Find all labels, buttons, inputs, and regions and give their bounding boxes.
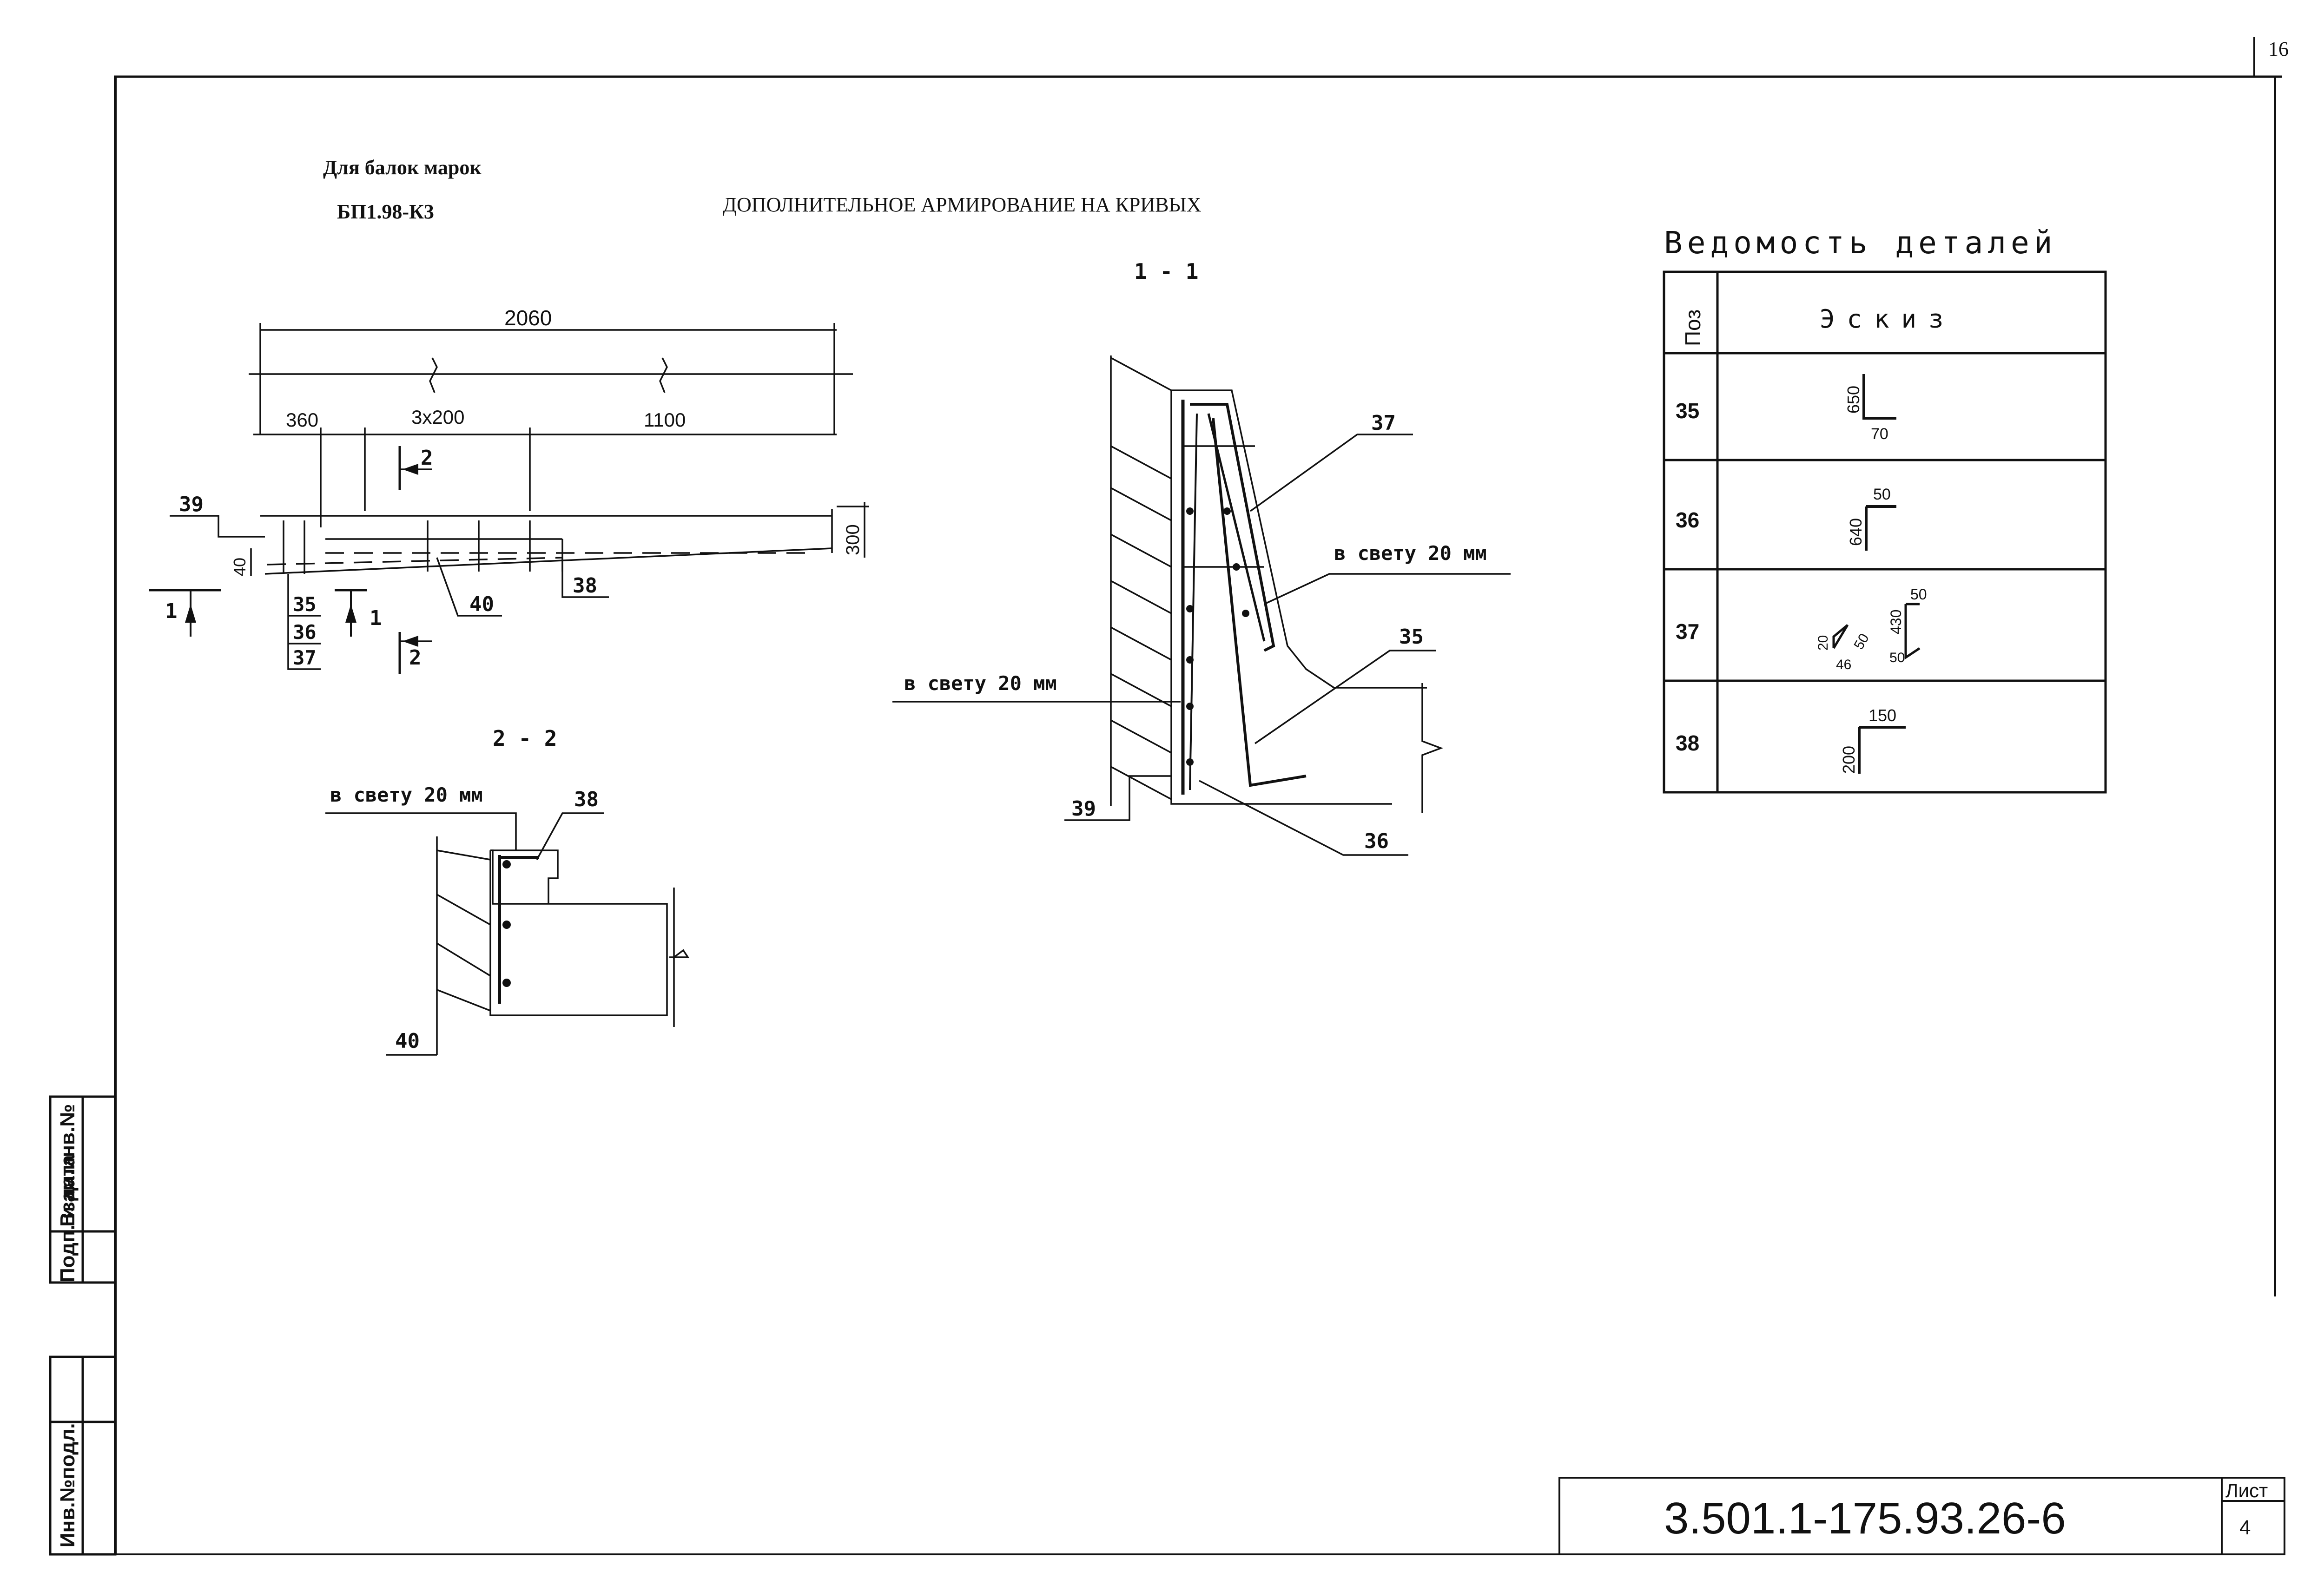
section-1-1: [892, 355, 1511, 856]
sheet-number: 4: [2239, 1516, 2251, 1539]
section-2-2-title: 2 - 2: [493, 726, 557, 751]
details-table-grid: [1663, 270, 2107, 794]
section-2-2-clear: в свету 20 мм: [330, 783, 483, 806]
details-row-37-pos: 37: [1676, 619, 1699, 644]
plan-cut-1-right: 1: [370, 606, 382, 630]
section-1-1-clear-right: в свету 20 мм: [1334, 542, 1487, 565]
section-1-1-leader-35: 35: [1399, 625, 1424, 649]
sheet-corner-number: 16: [2268, 38, 2289, 60]
section-2-2-bars: [502, 860, 511, 987]
plan-leader-40: 40: [469, 592, 494, 616]
stamp-cell-inventory: Инв.№подл.: [56, 1423, 79, 1547]
section-2-2-leader-40: 40: [395, 1029, 420, 1053]
sketch-35: [1862, 374, 1896, 420]
plan-leader-38: 38: [573, 574, 597, 598]
plan-cut-2-bottom: 2: [409, 646, 422, 670]
stamp-cell-sign-date: Подп. и дата: [56, 1155, 79, 1283]
section-1-1-title: 1 - 1: [1134, 259, 1198, 284]
plan-leader-39: 39: [179, 493, 204, 516]
details-row-36-pos: 36: [1676, 508, 1699, 532]
plan-arrowheads: [185, 464, 418, 647]
side-stamp: [49, 1095, 117, 1556]
plan-dim-total: 2060: [504, 306, 552, 330]
section-1-1-clear-left: в свету 20 мм: [904, 672, 1057, 695]
beam-label: Для балок марок: [323, 156, 482, 179]
details-row-35-pos: 35: [1676, 399, 1699, 423]
sketch-38-dim-length: 200: [1839, 746, 1858, 774]
sketch-37-dim-b: 46: [1836, 657, 1851, 672]
section-1-1-leader-36: 36: [1364, 829, 1389, 853]
plan-cut-2-top: 2: [421, 446, 433, 470]
sheet-frame: [114, 37, 2282, 1555]
stamp-cell-replace: Взам.инв.№: [56, 1104, 79, 1227]
sketch-37: [1832, 603, 1921, 660]
sketch-38-dim-top: 150: [1868, 706, 1896, 725]
sketch-36-dim-length: 640: [1846, 518, 1865, 546]
plan-view: [149, 323, 869, 674]
sketch-35-dim-length: 650: [1844, 386, 1863, 414]
plan-stack-35: 35: [293, 593, 317, 616]
main-title: ДОПОЛНИТЕЛЬНОЕ АРМИРОВАНИЕ НА КРИВЫХ: [723, 193, 1202, 216]
section-2-2: [325, 812, 690, 1056]
document-code: 3.501.1-175.93.26-6: [1664, 1493, 2066, 1543]
section-2-2-leader-38: 38: [574, 788, 599, 811]
plan-stack-36: 36: [293, 621, 317, 644]
sketch-38: [1858, 726, 1906, 774]
sketch-37-dim-a: 20: [1816, 635, 1831, 651]
details-row-38-pos: 38: [1676, 731, 1699, 755]
sketch-35-dim-foot: 70: [1871, 425, 1888, 443]
section-1-1-leader-39: 39: [1071, 797, 1096, 821]
sheet-label: Лист: [2225, 1480, 2268, 1501]
sketch-36-dim-hook: 50: [1873, 486, 1891, 503]
beam-mark: БП1.98-К3: [337, 200, 434, 223]
sketch-37-dim-e: 50: [1910, 586, 1927, 603]
plan-dim-300: 300: [843, 524, 863, 555]
sketch-37-dim-f: 50: [1889, 650, 1905, 665]
plan-dim-40: 40: [230, 558, 249, 576]
sketch-37-dim-c: 50: [1851, 631, 1872, 652]
details-table-title: Ведомость деталей: [1664, 225, 2057, 261]
title-block: [1558, 1477, 2285, 1555]
details-col-pos: Поз: [1681, 309, 1705, 346]
section-1-1-leader-37: 37: [1371, 411, 1396, 435]
plan-dim-360: 360: [286, 409, 318, 431]
plan-dim-1100: 1100: [644, 409, 686, 431]
section-1-1-bars: [1186, 507, 1249, 766]
plan-cut-1-left: 1: [165, 599, 178, 623]
sketch-37-dim-d: 430: [1888, 610, 1904, 634]
details-col-sketch: Эскиз: [1820, 304, 1956, 334]
sketch-36: [1865, 505, 1896, 551]
plan-stack-37: 37: [293, 646, 317, 669]
plan-dim-3x200: 3x200: [411, 406, 464, 428]
